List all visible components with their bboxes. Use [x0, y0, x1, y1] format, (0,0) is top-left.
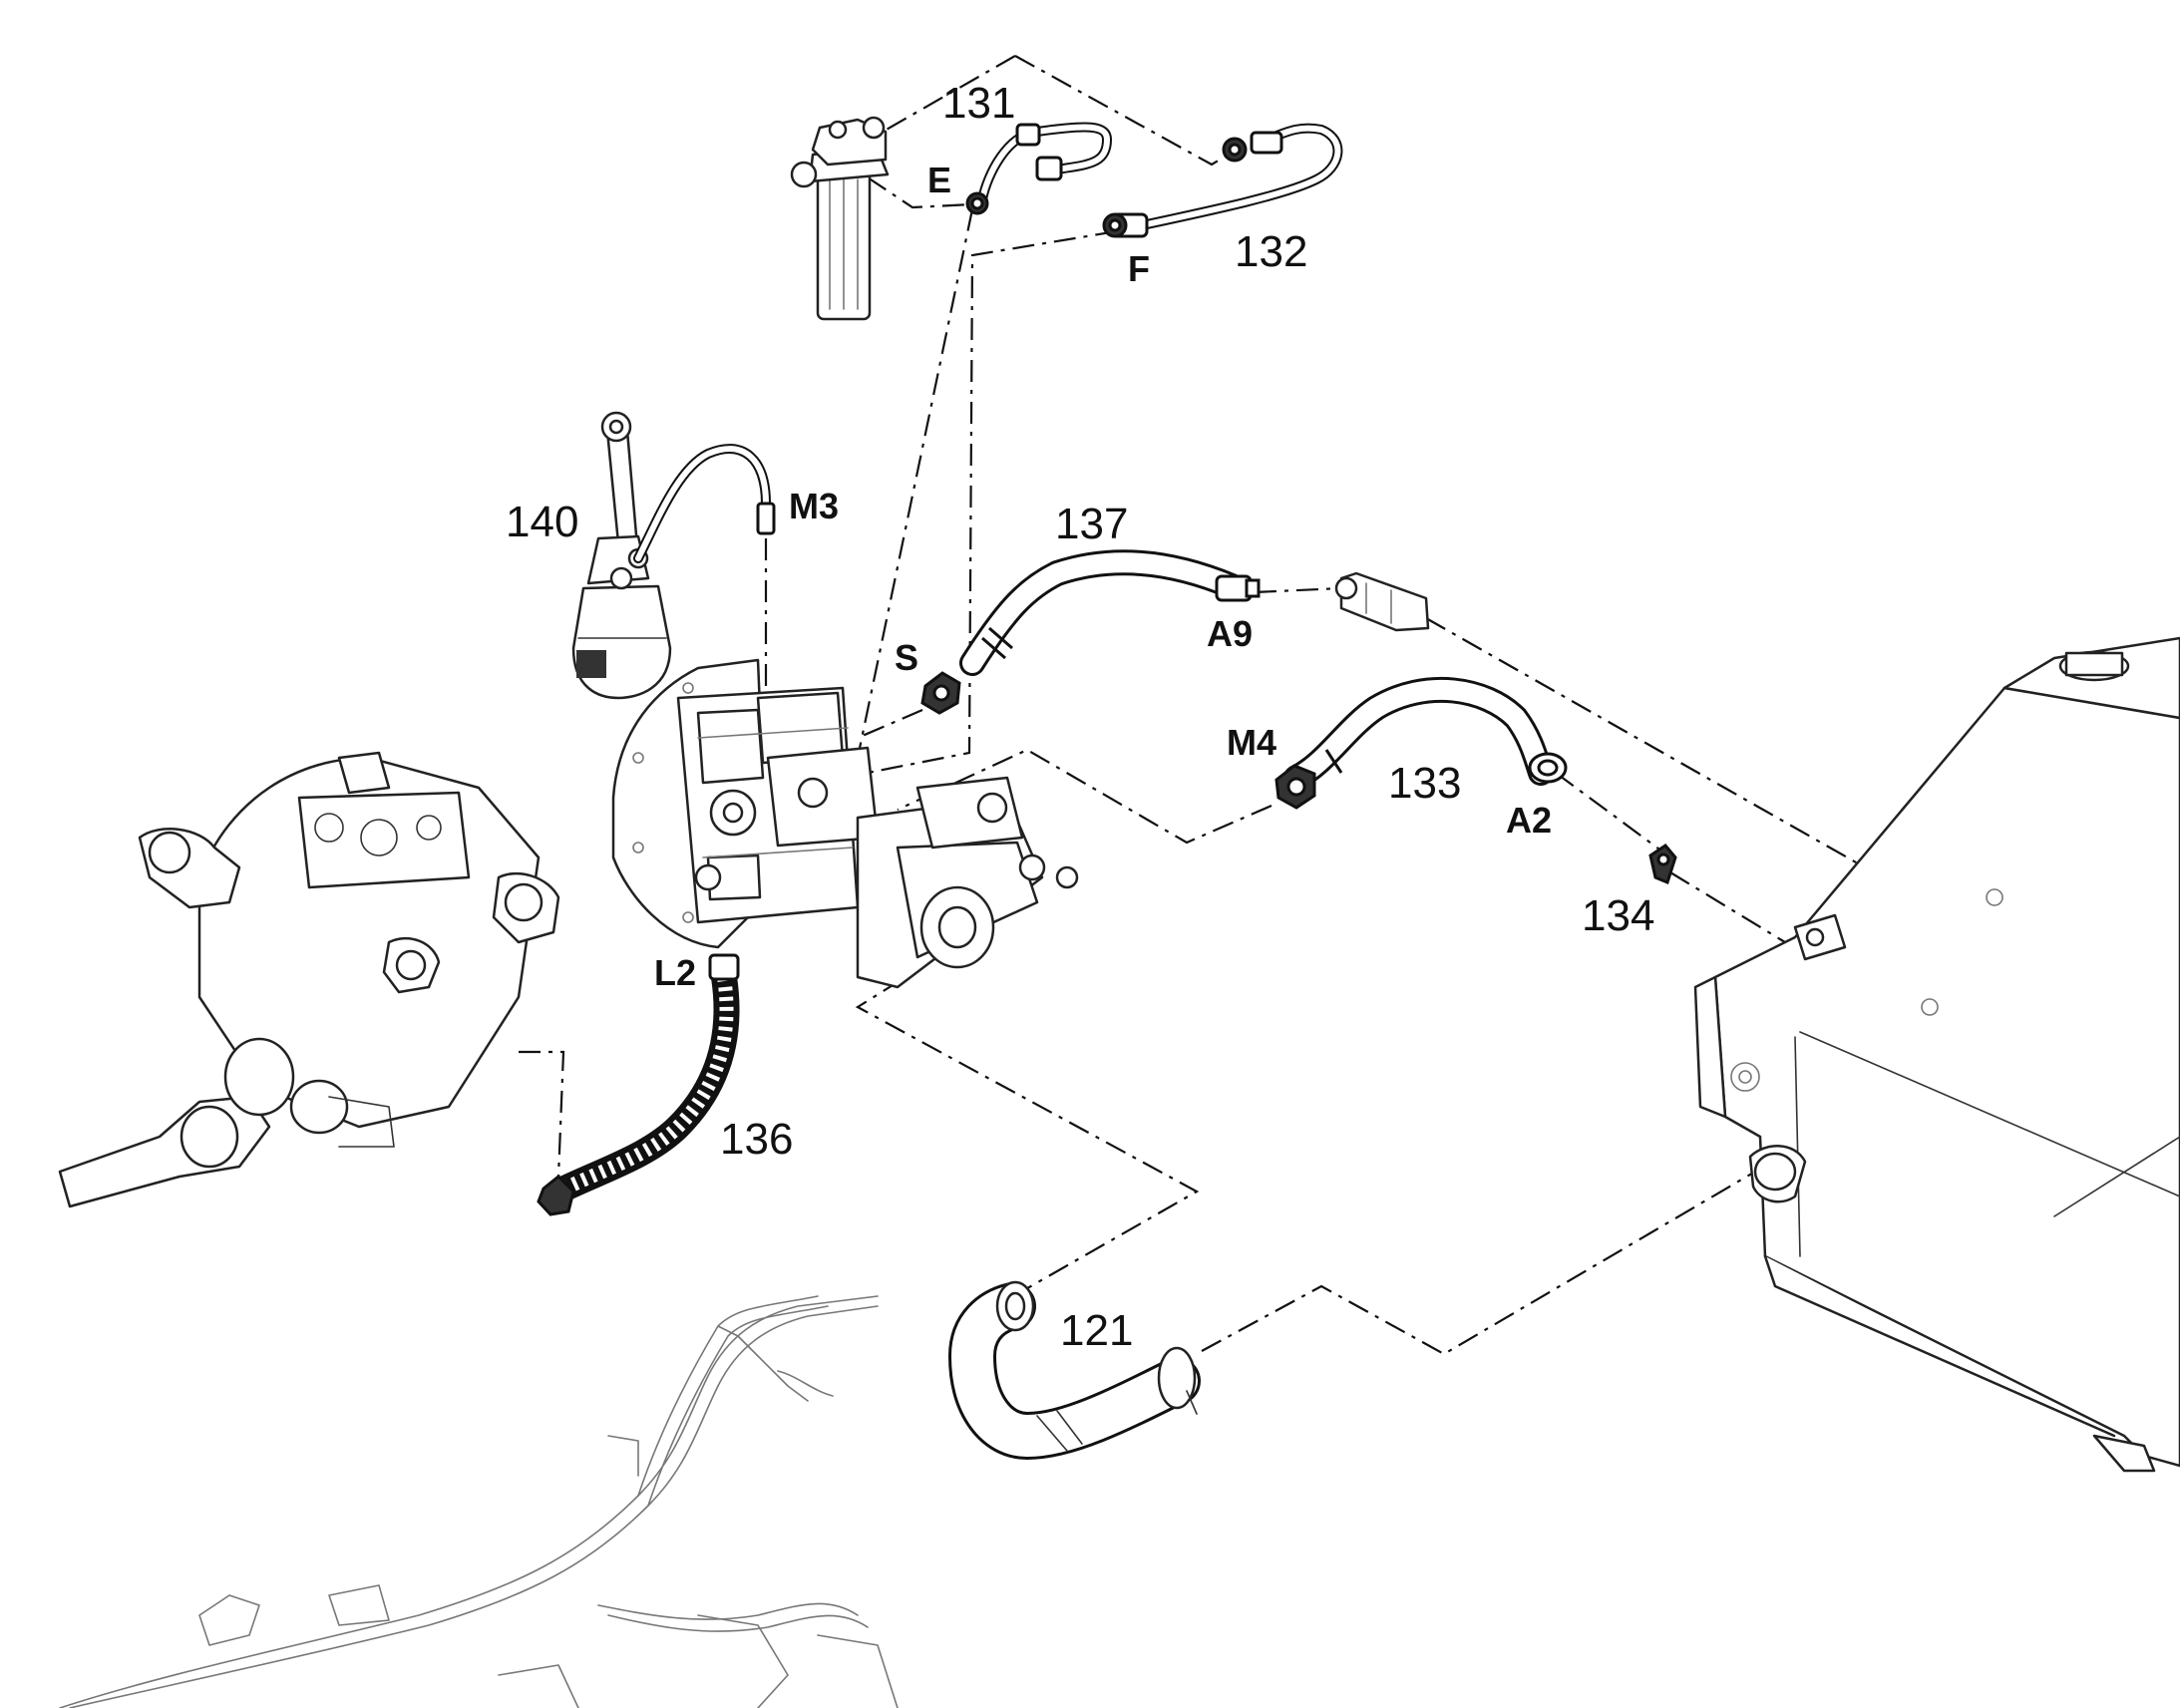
callout-134: 134 [1582, 891, 1654, 940]
hose-132 [1102, 123, 1343, 238]
callout-136: 136 [720, 1115, 793, 1164]
callout-121: 121 [1060, 1306, 1133, 1355]
hydraulic-tank [1693, 636, 2180, 1473]
port-label-A2: A2 [1506, 800, 1552, 841]
callout-132: 132 [1235, 227, 1307, 276]
leader-136-axle [519, 1050, 565, 1178]
leader-S-pump [857, 708, 923, 740]
hose-131 [965, 122, 1113, 215]
port-label-F: F [1128, 248, 1150, 289]
callout-labels: 131 132 140 137 133 134 136 121 [506, 79, 1654, 1355]
hose-136 [537, 953, 740, 1216]
callout-140: 140 [506, 498, 578, 546]
port-label-A9: A9 [1207, 613, 1253, 654]
hose-133 [1274, 676, 1568, 810]
port-label-E: E [927, 160, 951, 200]
transmission-axle [58, 751, 560, 1208]
wiring-harness [59, 1295, 899, 1708]
callout-137: 137 [1055, 500, 1128, 548]
port-label-M3: M3 [789, 486, 839, 526]
hose-121 [948, 1280, 1201, 1460]
leader-131-to-132 [1014, 55, 1238, 167]
leader-E-down [856, 208, 974, 759]
clamp-134 [1648, 844, 1677, 885]
leader-F-down [867, 229, 1118, 775]
leader-A2-134 [1555, 772, 1671, 858]
hydraulic-pump-assembly [611, 658, 1079, 989]
leader-M4-pump [897, 748, 1272, 845]
hose-137 [920, 549, 1261, 715]
leader-sensor-tank [1425, 617, 1866, 868]
leader-pump-121 [855, 956, 1200, 1292]
accumulator-140 [571, 411, 776, 700]
hydraulic-filter [790, 116, 890, 321]
pressure-sensor [1334, 571, 1430, 632]
callout-133: 133 [1388, 759, 1461, 808]
port-label-L2: L2 [654, 952, 696, 993]
leader-131-filter-top [877, 55, 1016, 136]
leader-filter-bottom [867, 176, 973, 209]
leader-121-tank [1201, 1171, 1756, 1356]
callout-131: 131 [942, 79, 1015, 128]
port-labels: E F M3 S A9 M4 A2 L2 [654, 160, 1552, 993]
port-label-M4: M4 [1227, 722, 1276, 763]
port-label-S: S [895, 637, 918, 678]
leader-134-tank [1669, 871, 1786, 943]
leader-A9-sensor [1254, 586, 1342, 594]
